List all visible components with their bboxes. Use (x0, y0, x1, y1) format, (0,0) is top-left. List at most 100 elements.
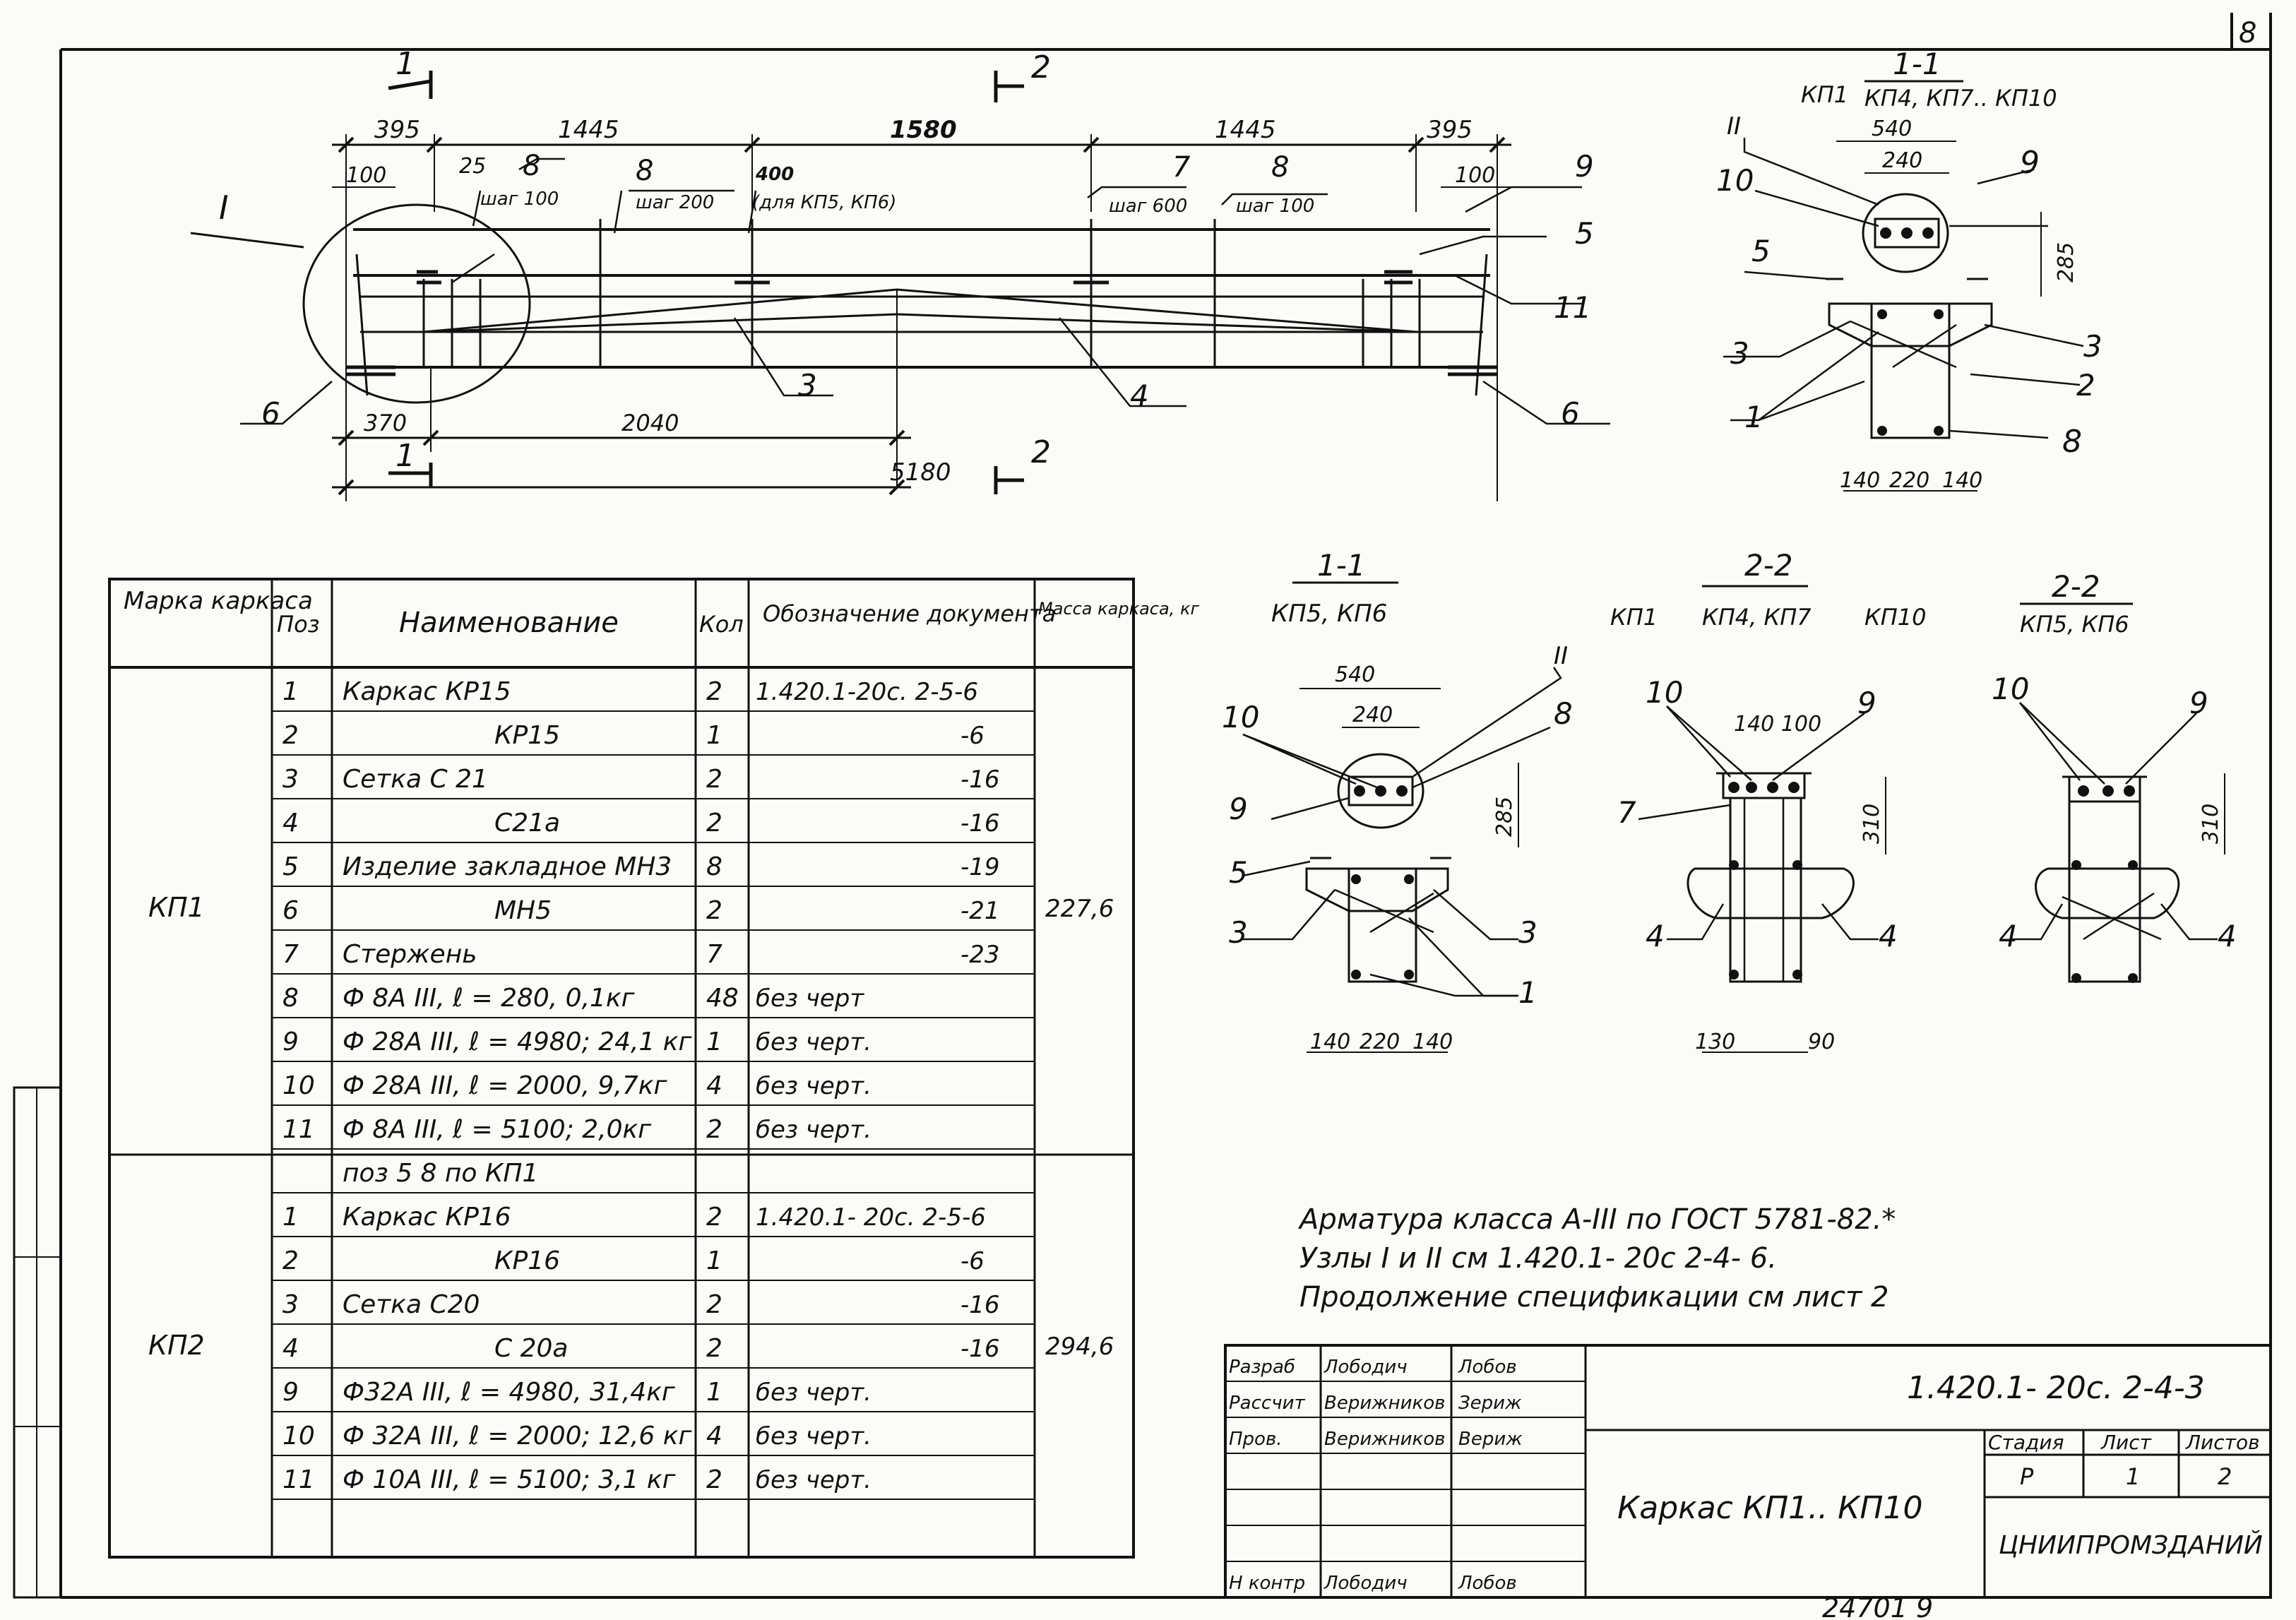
tb-title: Каркас КП1.. КП10 (1617, 1490, 1922, 1526)
spec-cell-name: КР15 (494, 721, 560, 750)
dim-25: 25 (459, 154, 486, 179)
spec-cell-pos: 10 (282, 1071, 315, 1100)
tb-name: Верижников (1324, 1429, 1446, 1450)
dim-bottom-2040: 2040 (621, 410, 679, 436)
tb-role: Разраб (1229, 1357, 1295, 1378)
note-spacing-200: шаг 200 (636, 192, 714, 213)
dim-total-5180: 5180 (890, 458, 951, 487)
sec11-node-II: II (1727, 112, 1741, 141)
tb-role: Рассчит (1229, 1393, 1305, 1414)
spec-cell-qty: 4 (706, 1422, 722, 1451)
sec11b-dim-220: 220 (1360, 1030, 1400, 1054)
tb-name: Лободич (1324, 1357, 1408, 1378)
spec-cell-qty: 2 (706, 1203, 722, 1232)
spec-cell-qty: 1 (706, 721, 722, 750)
spec-cell-qty: 2 (706, 677, 722, 706)
section-mark-1-top: 1 (395, 46, 415, 82)
label-pos-8-right: 8 (1271, 151, 1289, 184)
sec22b-dim-310: 310 (2199, 804, 2223, 844)
spec-cell-doc: -6 (960, 722, 985, 750)
sec11-dim-285: 285 (2054, 242, 2078, 282)
sec11b-label-9: 9 (1229, 792, 1248, 826)
spec-cell-qty: 2 (706, 1465, 722, 1494)
sec11-title: 1-1 (1893, 47, 1941, 81)
sec22-title: 2-2 (1744, 548, 1793, 583)
sec11b-label-8: 8 (1554, 696, 1573, 731)
sec11b-dim-140-right: 140 (1412, 1030, 1453, 1054)
note-spacing-100-left: шаг 100 (480, 189, 559, 210)
spec-cell-name: Стержень (343, 940, 477, 969)
sec11-subtitle: КП4, КП7.. КП10 (1864, 85, 2057, 112)
sec11b-dim-540: 540 (1335, 662, 1375, 687)
tb-stage: Р (2020, 1463, 2034, 1490)
spec-cell-doc: -16 (960, 1335, 1000, 1363)
spec-cell-name: Каркас КР15 (343, 677, 511, 706)
spec-cell-name: поз 5 8 по КП1 (343, 1159, 538, 1188)
sec11b-subtitle: КП5, КП6 (1271, 600, 1387, 628)
sec11b-title: 1-1 (1317, 548, 1366, 583)
spec-cell-name: Сетка С 21 (343, 765, 488, 794)
spec-cell-name: Ф32А III, ℓ = 4980, 31,4кг (343, 1378, 676, 1407)
spec-brand: КП2 (148, 1330, 205, 1361)
spec-cell-qty: 2 (706, 1290, 722, 1319)
spec-cell-qty: 2 (706, 1334, 722, 1363)
spec-cell-doc: без черт. (756, 1072, 872, 1100)
spec-brand: КП1 (148, 892, 205, 923)
spec-cell-name: С 20а (494, 1334, 568, 1363)
section-mark-1-bottom: 1 (395, 438, 415, 474)
tb-stage-label: Стадия (1988, 1431, 2064, 1454)
sec11b-dim-240: 240 (1352, 703, 1393, 727)
sec22-label-7: 7 (1617, 795, 1636, 830)
spec-cell-pos: 9 (282, 1028, 299, 1056)
spec-cell-pos: 6 (282, 896, 299, 925)
tb-role: Пров. (1229, 1429, 1283, 1450)
spec-cell-pos: 8 (282, 984, 299, 1013)
spec-cell-pos: 1 (282, 677, 299, 706)
tb-sheet-label: Лист (2100, 1431, 2152, 1454)
sec11-label-1: 1 (1744, 400, 1763, 434)
spec-mass: 294,6 (1045, 1333, 1114, 1361)
label-pos-8-left: 8 (523, 150, 540, 182)
note-spacing-600: шаг 600 (1109, 196, 1187, 217)
spec-cell-pos: 4 (282, 809, 299, 838)
corner-sheet-number: 8 (2239, 17, 2256, 49)
spec-cell-name: Сетка С20 (343, 1290, 480, 1319)
th-name: Наименование (399, 607, 619, 639)
tb-role: Н контр (1229, 1573, 1305, 1594)
spec-cell-doc: без черт. (756, 1378, 872, 1407)
sec11-dim-540: 540 (1872, 117, 1912, 141)
spec-cell-doc: без черт. (756, 1466, 872, 1494)
spec-cell-qty: 1 (706, 1246, 722, 1275)
spec-cell-doc: 1.420.1-20с. 2-5-6 (756, 678, 978, 706)
tb-sign: Лобов (1458, 1357, 1517, 1378)
sec11b-node-II: II (1554, 642, 1568, 670)
note-3: Продолжение спецификации см лист 2 (1299, 1281, 1888, 1314)
sec11-label-8: 8 (2062, 424, 2082, 460)
sec22b-label-4-right: 4 (2218, 919, 2237, 953)
spec-mass: 227,6 (1045, 895, 1114, 923)
tb-org: ЦНИИПРОМЗДАНИЙ (1999, 1530, 2263, 1560)
sec22-suffix: КП10 (1864, 604, 1927, 631)
section-mark-2-top: 2 (1031, 49, 1051, 85)
spec-cell-doc: без черт. (756, 1028, 872, 1056)
spec-cell-doc: 1.420.1- 20с. 2-5-6 (756, 1203, 986, 1232)
spec-cell-pos: 11 (282, 1115, 315, 1144)
spec-cell-name: МН5 (494, 896, 552, 925)
th-mass: Масса каркаса, кг (1038, 599, 1199, 619)
spec-cell-name: Ф 10А III, ℓ = 5100; 3,1 кг (343, 1465, 677, 1494)
sec11-label-3-left: 3 (1730, 336, 1749, 371)
note-for-kp5-kp6: (для КП5, КП6) (752, 192, 896, 213)
spec-cell-qty: 7 (706, 940, 722, 969)
sec11-label-10: 10 (1716, 163, 1754, 198)
label-pos-6-right: 6 (1561, 396, 1580, 431)
th-pos: Поз (277, 611, 320, 638)
tb-doc-code: 1.420.1- 20с. 2-4-3 (1907, 1370, 2205, 1406)
label-pos-3: 3 (798, 368, 817, 403)
sec11-label-2: 2 (2076, 368, 2095, 403)
sec11b-label-3-left: 3 (1229, 915, 1248, 950)
spec-cell-pos: 7 (282, 940, 299, 969)
sec22b-label-4-left: 4 (1999, 919, 2018, 953)
sec22-dim-90: 90 (1808, 1030, 1835, 1054)
spec-table: Марка каркаса Поз Наименование Кол Обозн… (108, 578, 1199, 1559)
